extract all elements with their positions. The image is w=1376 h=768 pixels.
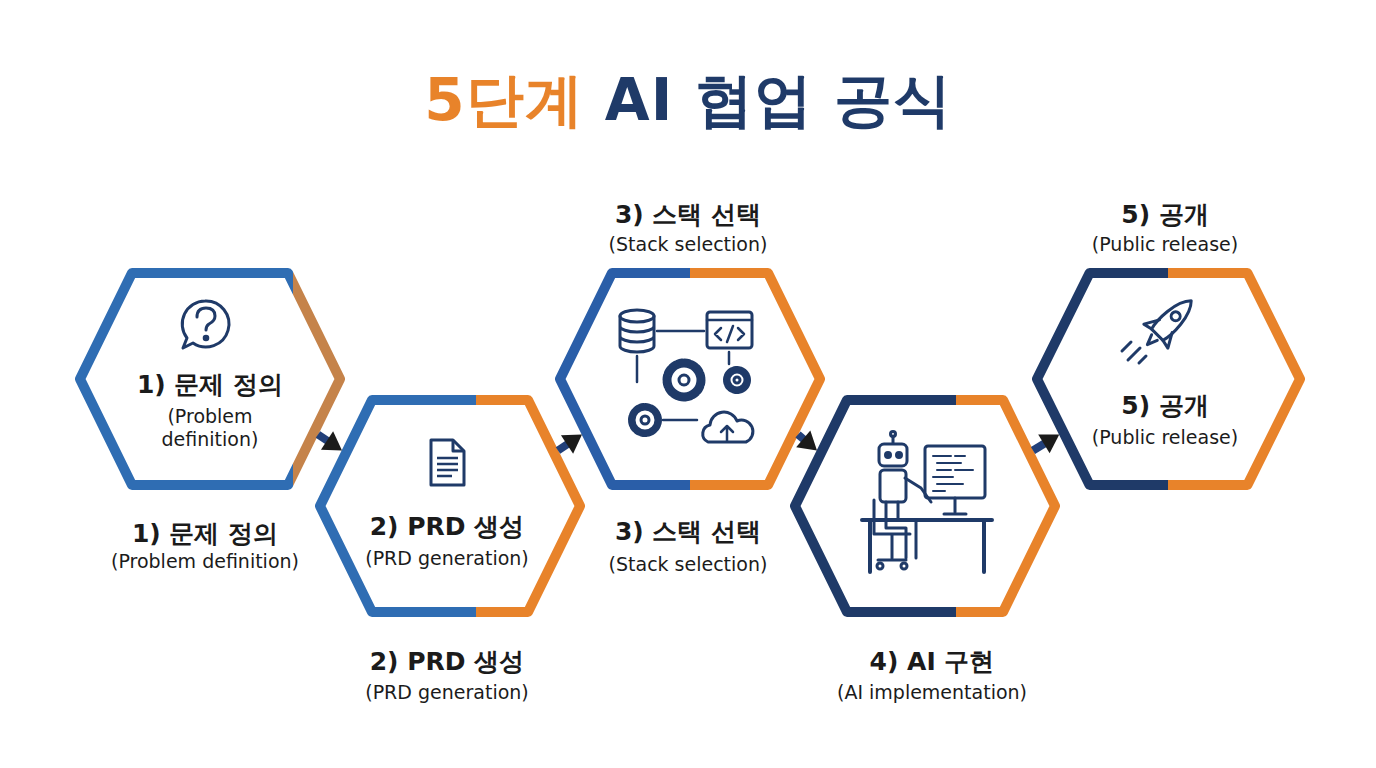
question-dot [204,336,208,340]
hexagon-shape [320,400,580,612]
flow-arrow [558,435,582,454]
gear-large-teeth [666,362,702,398]
upload-arrow [721,426,733,441]
flow-arrow [318,431,342,450]
desk [862,520,992,572]
gear-small [729,372,745,388]
robot-legs [886,502,916,558]
hexagon-step: 5) 공개(Public release)5) 공개(Public releas… [1032,268,1305,490]
step-heading: 2) PRD 생성 [327,512,567,542]
arrow-head [1038,434,1059,453]
document-lines [437,458,458,476]
chair-wheel [901,563,907,569]
hexagon-outline [790,395,1060,617]
robot-antenna-tip [891,432,896,437]
robot-eye [886,453,891,458]
monitor [925,446,985,498]
rocket-icon [1135,289,1203,357]
gear-third-hub [641,416,649,424]
step-subtitle: (PRD generation) [317,681,577,704]
hexagon-outline [315,395,585,617]
step-subtitle: (Stack selection) [558,553,818,576]
step-heading: 3) 스택 선택 [558,200,818,230]
diagram-title: 5단계 AI 협업 공식 [424,62,951,140]
question-mark [197,308,215,330]
gear-third-teeth [631,406,659,434]
step-subtitle: (Stack selection) [558,233,818,256]
gear-small-hub [734,377,740,383]
step-heading: 1) 문제 정의 [90,370,330,400]
gear-small-teeth [726,369,748,391]
gear-large [670,366,698,394]
monitor-code [933,456,973,491]
arrow-head [321,431,342,450]
code-window-bar [707,319,752,322]
step-subtitle: (Problem definition) [145,405,275,451]
flow-arrow [796,430,817,450]
robot-illustration [862,432,992,573]
chair [874,500,910,560]
hexagon-outline [555,268,825,490]
step-heading: 4) AI 구현 [802,647,1062,677]
step-heading: 3) 스택 선택 [558,517,818,547]
hexagon-step: 2) PRD 생성(PRD generation)2) PRD 생성(PRD g… [315,395,585,617]
speed-lines [1122,342,1146,363]
step-heading: 1) 문제 정의 [75,519,335,549]
hexagon-step: 1) 문제 정의(Problem definition)1) 문제 정의(Pro… [75,268,345,490]
database-top [620,310,654,322]
hexagon-shape [560,273,820,485]
gear-third [634,409,656,431]
code-window [707,312,752,348]
robot-head [879,444,907,466]
chair-wheel [877,563,883,569]
step-subtitle: (AI implementation) [802,681,1062,704]
database-body [620,316,654,352]
flow-arrow [1033,434,1059,453]
step-subtitle: (Public release) [1045,426,1285,449]
document-outline [431,440,464,485]
monitor-stand [944,498,966,514]
question-icon [182,301,229,348]
robot-eye [897,453,902,458]
step-subtitle: (Problem definition) [75,550,335,573]
hexagon-outline [1032,268,1305,490]
arrow-head [796,430,817,450]
rocket-flame [1145,335,1158,348]
robot-antenna [892,436,895,444]
robot-arm [905,478,931,502]
bubble-outline [182,301,229,348]
rocket-body [1150,294,1198,342]
document-fold [453,440,464,451]
gear-large-hub [679,375,689,385]
hexagon-step: 4) AI 구현(AI implementation) [790,395,1060,617]
step-subtitle: (Public release) [1035,233,1295,256]
robot-body [880,470,906,502]
code-brackets [715,326,744,342]
stack-icons [620,310,753,442]
step-subtitle: (PRD generation) [327,547,567,570]
step-heading: 5) 공개 [1035,200,1295,230]
document-icon [431,440,464,485]
stack-wires [637,331,729,420]
hexagon-shape [80,273,340,485]
hexagon-step: 3) 스택 선택(Stack selection)3) 스택 선택(Stack … [555,268,825,490]
step-heading: 5) 공개 [1045,391,1285,421]
rocket-fins [1144,314,1178,348]
title-wrap: 5단계 AI 협업 공식 [0,62,1376,140]
cloud-upload [703,412,753,442]
hexagon-shape [1037,273,1300,485]
rocket-window [1169,310,1182,323]
hexagon-shape [795,400,1055,612]
step-heading: 2) PRD 생성 [317,647,577,677]
arrow-head [561,435,582,454]
